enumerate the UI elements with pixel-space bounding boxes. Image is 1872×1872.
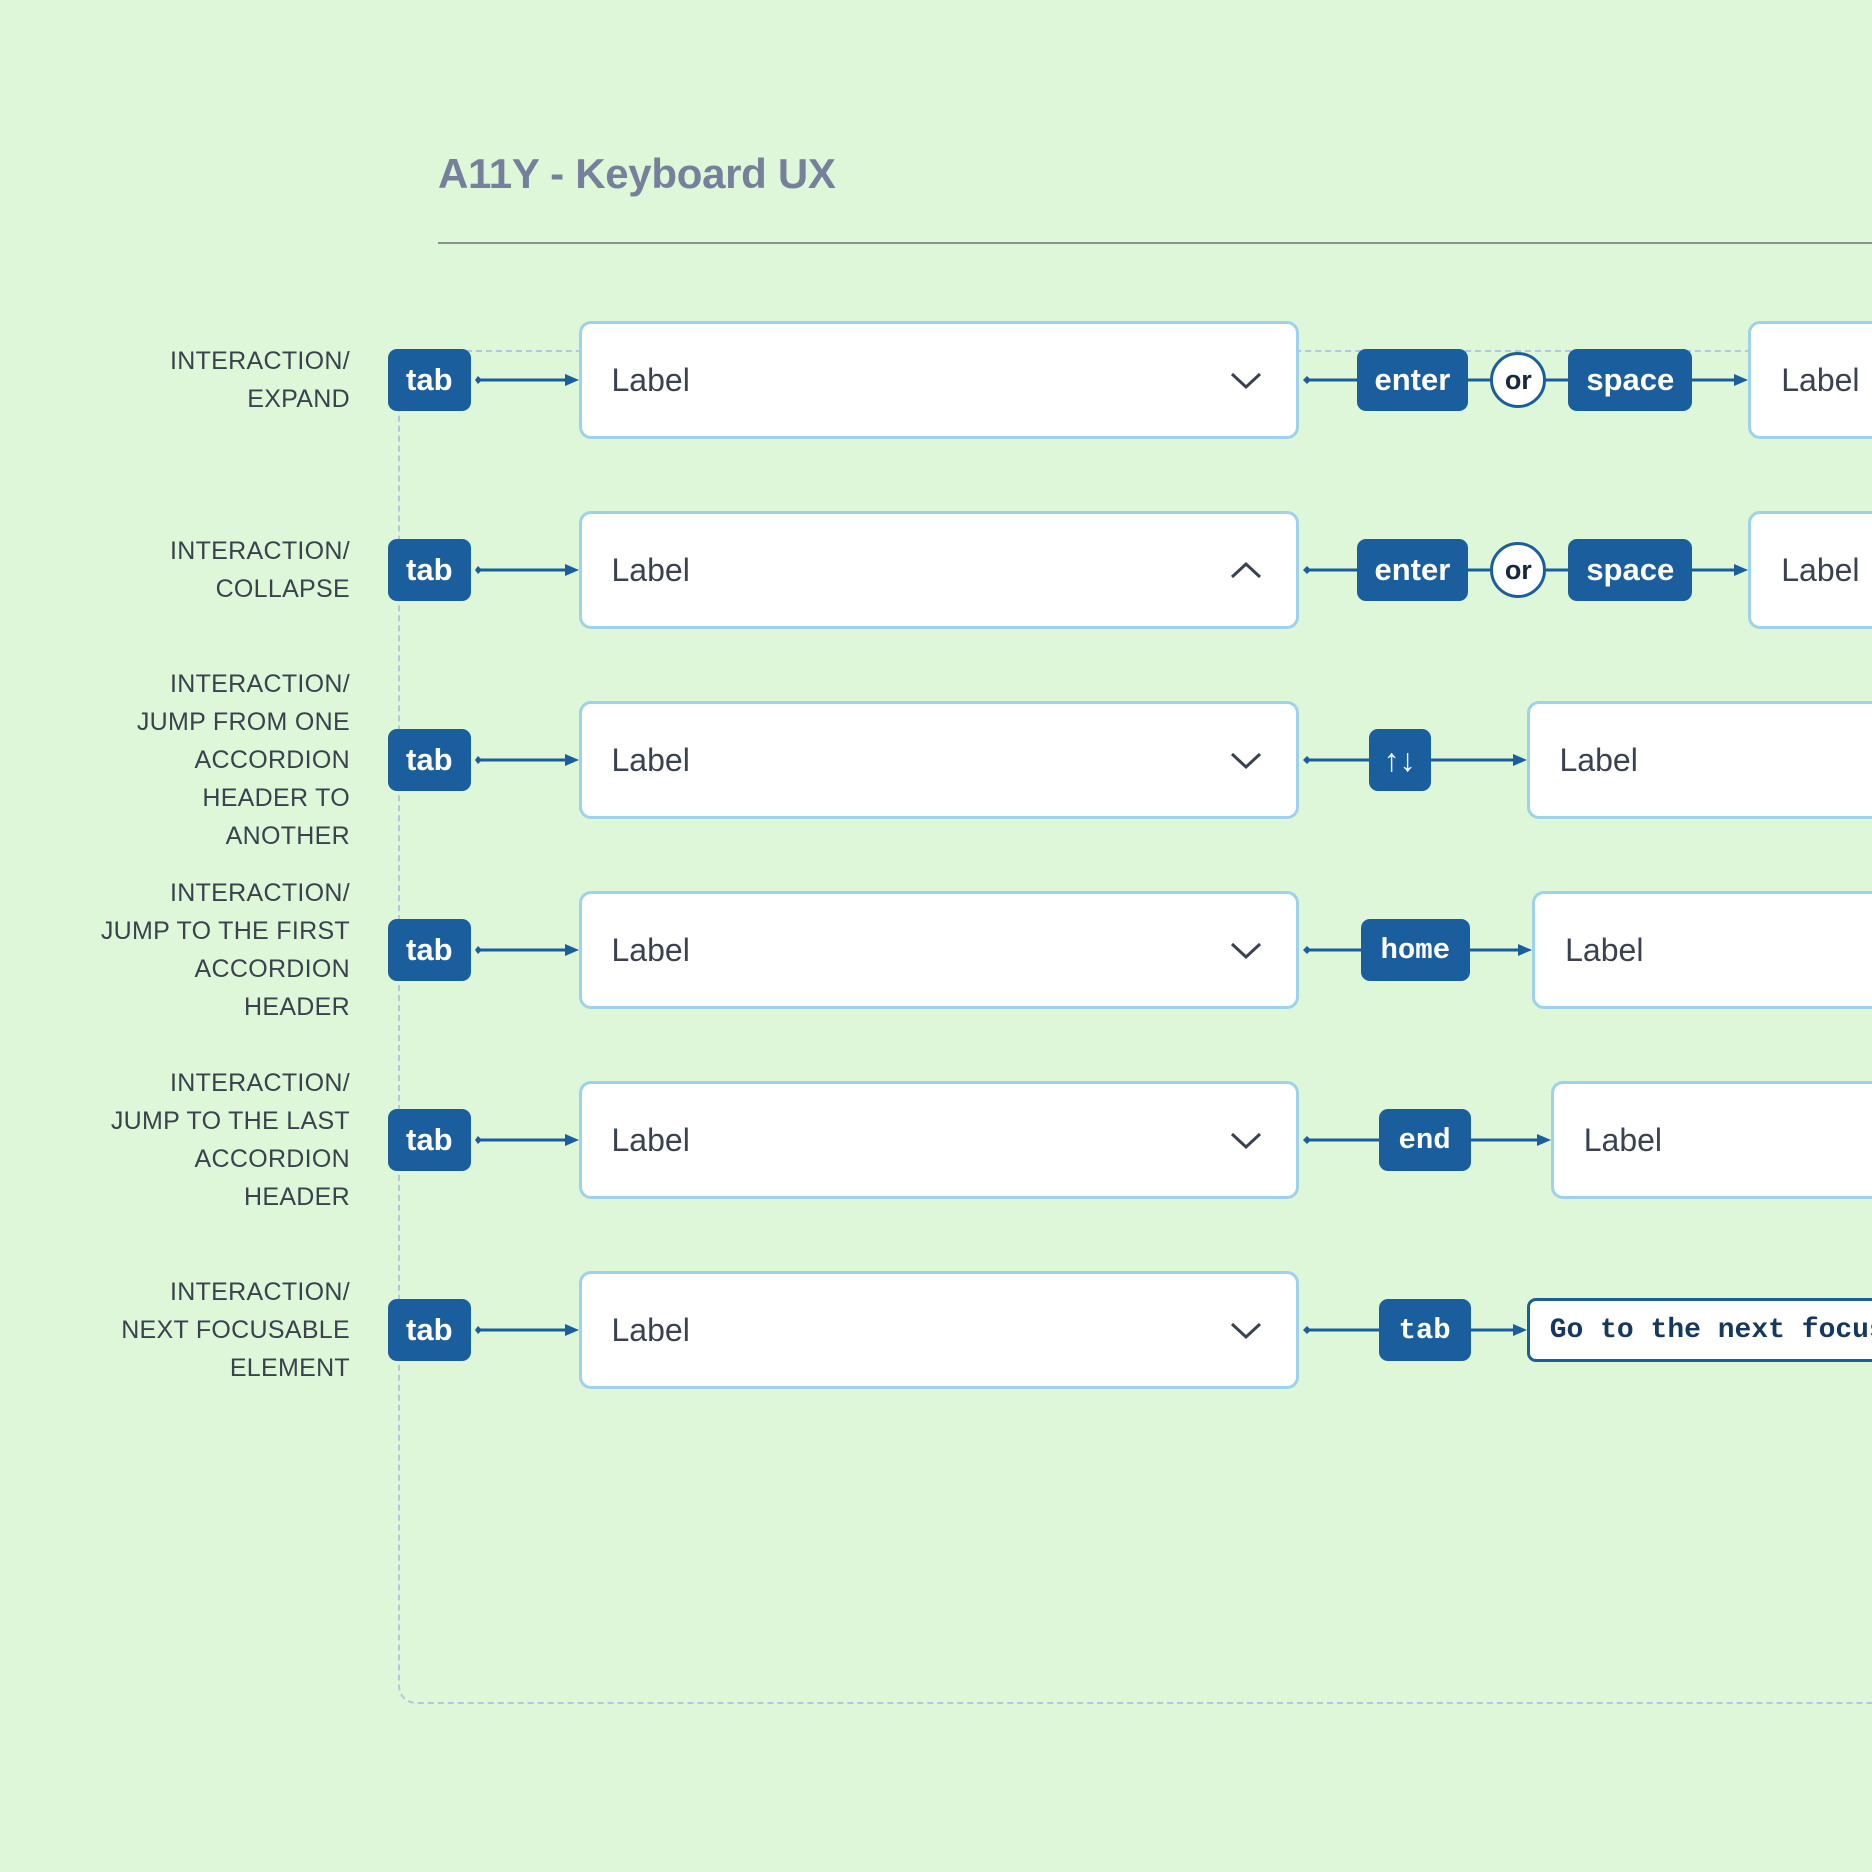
flow-row-jump-last: INTERACTION/ JUMP TO THE LAST ACCORDION … xyxy=(0,1069,1872,1211)
card-label: Label xyxy=(611,551,690,588)
key-tab-second[interactable]: tab xyxy=(1378,1299,1471,1361)
accordion-header-card[interactable]: Label xyxy=(578,1081,1299,1199)
page-header: A11Y - Keyboard UX xyxy=(438,150,1872,244)
row-flow-collapse: tab Label enter or spa xyxy=(388,505,1872,635)
card-label: Label xyxy=(611,741,690,778)
key-enter[interactable]: enter xyxy=(1356,349,1469,411)
key-tab[interactable]: tab xyxy=(388,729,471,791)
result-card-collapse[interactable]: Label xyxy=(1748,511,1872,629)
connector-home-to-result xyxy=(1470,919,1533,981)
page-title: A11Y - Keyboard UX xyxy=(438,150,836,197)
key-arrow-up-down[interactable]: ↑↓ xyxy=(1368,729,1431,791)
connector-tab-to-card xyxy=(471,1299,579,1361)
accordion-header-card[interactable]: Label xyxy=(578,701,1299,819)
card-label: Label xyxy=(611,1121,690,1158)
or-connector-badge: or xyxy=(1490,352,1547,408)
connector-end-to-result xyxy=(1470,1109,1551,1171)
connector-card-to-end xyxy=(1299,1109,1379,1171)
key-home[interactable]: home xyxy=(1360,919,1471,981)
connector-space-to-result xyxy=(1692,539,1749,601)
key-space[interactable]: space xyxy=(1568,539,1693,601)
row-label-jump-between: INTERACTION/ JUMP FROM ONE ACCORDION HEA… xyxy=(136,670,350,850)
connector-or-to-space xyxy=(1546,349,1569,411)
key-tab[interactable]: tab xyxy=(388,539,471,601)
or-connector-badge: or xyxy=(1490,542,1547,598)
result-card-label: Label xyxy=(1781,361,1860,398)
key-tab[interactable]: tab xyxy=(388,1299,471,1361)
result-card-jump-first[interactable]: Label xyxy=(1532,891,1872,1009)
result-card-jump-last[interactable]: Label xyxy=(1550,1081,1872,1199)
card-label: Label xyxy=(611,931,690,968)
result-card-jump-between[interactable]: Label xyxy=(1526,701,1872,819)
connector-tab-to-card xyxy=(471,919,579,981)
flow-row-collapse: INTERACTION/ COLLAPSE tab Label enter xyxy=(0,505,1872,635)
row-flow-expand: tab Label enter or spa xyxy=(388,315,1872,445)
title-divider xyxy=(438,242,1872,244)
result-card-label: Label xyxy=(1565,931,1644,968)
connector-or-to-space xyxy=(1546,539,1569,601)
flow-row-expand: INTERACTION/ EXPAND tab Label enter xyxy=(0,315,1872,445)
result-card-label: Label xyxy=(1781,551,1860,588)
chevron-down-icon xyxy=(1230,1322,1261,1340)
connector-tab-to-card xyxy=(471,729,579,791)
chevron-down-icon xyxy=(1230,942,1261,960)
row-flow-next-focusable: tab Label tab xyxy=(388,1265,1872,1395)
accordion-header-card[interactable]: Label xyxy=(578,321,1299,439)
key-tab[interactable]: tab xyxy=(388,919,471,981)
row-label-jump-last: INTERACTION/ JUMP TO THE LAST ACCORDION … xyxy=(110,1069,350,1211)
key-space[interactable]: space xyxy=(1568,349,1693,411)
row-label-collapse: INTERACTION/ COLLAPSE xyxy=(170,537,350,603)
card-label: Label xyxy=(611,361,690,398)
flow-row-jump-between: INTERACTION/ JUMP FROM ONE ACCORDION HEA… xyxy=(0,670,1872,850)
connector-tab2-to-note xyxy=(1470,1299,1527,1361)
flow-row-next-focusable: INTERACTION/ NEXT FOCUSABLE ELEMENT tab … xyxy=(0,1265,1872,1395)
key-end[interactable]: end xyxy=(1378,1109,1471,1171)
row-flow-jump-between: tab Label ↑↓ xyxy=(388,695,1872,825)
result-card-label: Label xyxy=(1583,1121,1663,1158)
chevron-down-icon xyxy=(1230,372,1261,390)
row-label-jump-first: INTERACTION/ JUMP TO THE FIRST ACCORDION… xyxy=(100,879,350,1021)
connector-enter-to-or xyxy=(1468,349,1491,411)
connector-card-to-arrows xyxy=(1299,729,1369,791)
chevron-down-icon xyxy=(1230,752,1261,770)
connector-card-to-enter xyxy=(1299,349,1357,411)
connector-space-to-result xyxy=(1692,349,1749,411)
row-flow-jump-last: tab Label end xyxy=(388,1075,1872,1205)
connector-arrows-to-result xyxy=(1430,729,1527,791)
row-flow-jump-first: tab Label home xyxy=(388,885,1872,1015)
connector-tab-to-card xyxy=(471,349,579,411)
accordion-header-card[interactable]: Label xyxy=(578,1271,1299,1389)
next-focusable-note-text: Go to the next focusable element xyxy=(1549,1314,1872,1346)
row-label-expand: INTERACTION/ EXPAND xyxy=(170,347,350,413)
key-enter[interactable]: enter xyxy=(1356,539,1469,601)
row-label-next-focusable: INTERACTION/ NEXT FOCUSABLE ELEMENT xyxy=(121,1278,350,1382)
accordion-header-card[interactable]: Label xyxy=(578,511,1299,629)
result-card-expand[interactable]: Label xyxy=(1748,321,1872,439)
flow-row-jump-first: INTERACTION/ JUMP TO THE FIRST ACCORDION… xyxy=(0,879,1872,1021)
accordion-header-card[interactable]: Label xyxy=(578,891,1299,1009)
chevron-up-icon xyxy=(1230,561,1261,579)
result-card-label: Label xyxy=(1559,741,1638,778)
connector-tab-to-card xyxy=(471,1109,579,1171)
key-tab[interactable]: tab xyxy=(388,1109,471,1171)
card-label: Label xyxy=(611,1311,690,1348)
connector-card-to-enter xyxy=(1299,539,1357,601)
chevron-down-icon xyxy=(1230,1132,1261,1150)
connector-tab-to-card xyxy=(471,539,579,601)
next-focusable-note-box: Go to the next focusable element xyxy=(1526,1298,1872,1362)
connector-enter-to-or xyxy=(1468,539,1491,601)
connector-card-to-home xyxy=(1299,919,1361,981)
key-tab[interactable]: tab xyxy=(388,349,471,411)
connector-card-to-tab2 xyxy=(1299,1299,1379,1361)
